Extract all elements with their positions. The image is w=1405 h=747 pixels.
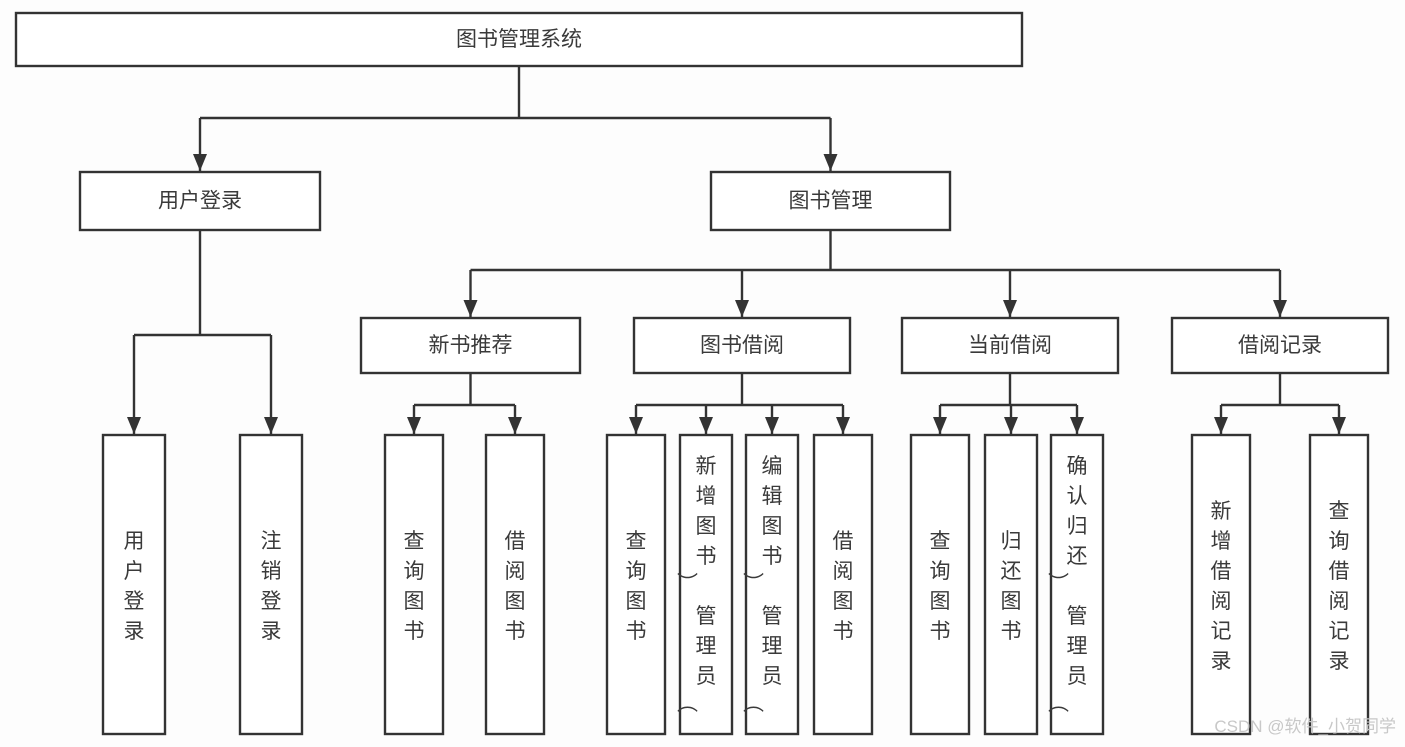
node-label: 查询图书 bbox=[930, 530, 951, 643]
node-label: 借阅图书 bbox=[505, 530, 526, 643]
node-leaf-query-borrow-record[interactable]: 查询借阅记录 bbox=[1308, 433, 1370, 736]
node-borrow-record[interactable]: 借阅记录 bbox=[1170, 316, 1390, 375]
node-label: 查询借阅记录 bbox=[1329, 500, 1350, 673]
node-layer: 图书管理系统用户登录图书管理新书推荐图书借阅当前借阅借阅记录用户登录注销登录查询… bbox=[14, 11, 1390, 736]
node-leaf-edit-book[interactable]: 编辑图书（管理员） bbox=[744, 433, 800, 736]
connector-layer bbox=[127, 66, 1346, 434]
node-box bbox=[78, 170, 322, 232]
node-current-borrow[interactable]: 当前借阅 bbox=[900, 316, 1120, 375]
arrow-head bbox=[1273, 300, 1287, 317]
node-label: 新增借阅记录 bbox=[1211, 500, 1232, 673]
node-label: 用户登录 bbox=[158, 190, 242, 213]
node-leaf-user-login[interactable]: 用户登录 bbox=[101, 433, 167, 736]
csdn-watermark: CSDN @软件_小贺同学 bbox=[1214, 717, 1396, 736]
node-label: 用户登录 bbox=[124, 530, 145, 643]
node-leaf-confirm-return[interactable]: 确认归还（管理员） bbox=[1049, 433, 1105, 736]
node-box bbox=[1170, 316, 1390, 375]
node-leaf-add-borrow-record[interactable]: 新增借阅记录 bbox=[1190, 433, 1252, 736]
node-box bbox=[14, 11, 1024, 68]
node-leaf-borrow-book[interactable]: 借阅图书 bbox=[812, 433, 874, 736]
node-book-borrow[interactable]: 图书借阅 bbox=[632, 316, 852, 375]
node-label: 新书推荐 bbox=[429, 334, 513, 357]
arrow-head bbox=[407, 417, 421, 434]
node-new-book-recommend[interactable]: 新书推荐 bbox=[359, 316, 582, 375]
arrow-head bbox=[193, 154, 207, 171]
node-label: 当前借阅 bbox=[968, 334, 1052, 357]
node-box bbox=[678, 433, 734, 736]
node-root[interactable]: 图书管理系统 bbox=[14, 11, 1024, 68]
node-box bbox=[484, 433, 546, 736]
node-leaf-query-book-recommend[interactable]: 查询图书 bbox=[383, 433, 445, 736]
node-leaf-user-logout[interactable]: 注销登录 bbox=[238, 433, 304, 736]
arrow-head bbox=[1004, 417, 1018, 434]
arrow-head bbox=[765, 417, 779, 434]
node-box bbox=[1049, 433, 1105, 736]
node-label: 图书管理系统 bbox=[456, 28, 582, 51]
arrow-head bbox=[629, 417, 643, 434]
node-book-manage[interactable]: 图书管理 bbox=[709, 170, 952, 232]
node-label: 新增图书（管理员） bbox=[678, 455, 717, 713]
node-leaf-return-book[interactable]: 归还图书 bbox=[983, 433, 1039, 736]
arrow-head bbox=[1214, 417, 1228, 434]
node-label: 借阅图书 bbox=[833, 530, 854, 643]
node-label: 借阅记录 bbox=[1238, 334, 1322, 357]
node-box bbox=[1190, 433, 1252, 736]
node-label: 编辑图书（管理员） bbox=[744, 455, 783, 713]
node-box bbox=[744, 433, 800, 736]
arrow-head bbox=[699, 417, 713, 434]
node-box bbox=[1308, 433, 1370, 736]
arrow-head bbox=[933, 417, 947, 434]
node-leaf-query-book-current[interactable]: 查询图书 bbox=[909, 433, 971, 736]
node-user-login[interactable]: 用户登录 bbox=[78, 170, 322, 232]
arrow-head bbox=[1332, 417, 1346, 434]
node-box bbox=[383, 433, 445, 736]
arrow-head bbox=[463, 300, 478, 317]
node-label: 图书管理 bbox=[789, 190, 873, 213]
arrow-head bbox=[823, 154, 838, 171]
node-label: 查询图书 bbox=[404, 530, 425, 643]
node-label: 查询图书 bbox=[626, 530, 647, 643]
node-label: 注销登录 bbox=[261, 530, 282, 643]
node-box bbox=[238, 433, 304, 736]
node-label: 确认归还（管理员） bbox=[1049, 455, 1088, 713]
arrow-head bbox=[836, 417, 850, 434]
arrow-head bbox=[264, 417, 278, 434]
node-box bbox=[709, 170, 952, 232]
node-label: 归还图书 bbox=[1001, 530, 1022, 643]
node-box bbox=[359, 316, 582, 375]
node-box bbox=[909, 433, 971, 736]
arrow-head bbox=[1070, 417, 1084, 434]
arrow-head bbox=[1003, 300, 1017, 317]
node-leaf-query-book-borrow[interactable]: 查询图书 bbox=[605, 433, 667, 736]
node-box bbox=[983, 433, 1039, 736]
node-label: 图书借阅 bbox=[700, 334, 784, 357]
node-leaf-borrow-book-recommend[interactable]: 借阅图书 bbox=[484, 433, 546, 736]
node-box bbox=[101, 433, 167, 736]
arrow-head bbox=[735, 300, 749, 317]
node-box bbox=[605, 433, 667, 736]
node-box bbox=[900, 316, 1120, 375]
node-box bbox=[632, 316, 852, 375]
arrow-head bbox=[508, 417, 522, 434]
node-box bbox=[812, 433, 874, 736]
arrow-head bbox=[127, 417, 141, 434]
node-leaf-add-book[interactable]: 新增图书（管理员） bbox=[678, 433, 734, 736]
